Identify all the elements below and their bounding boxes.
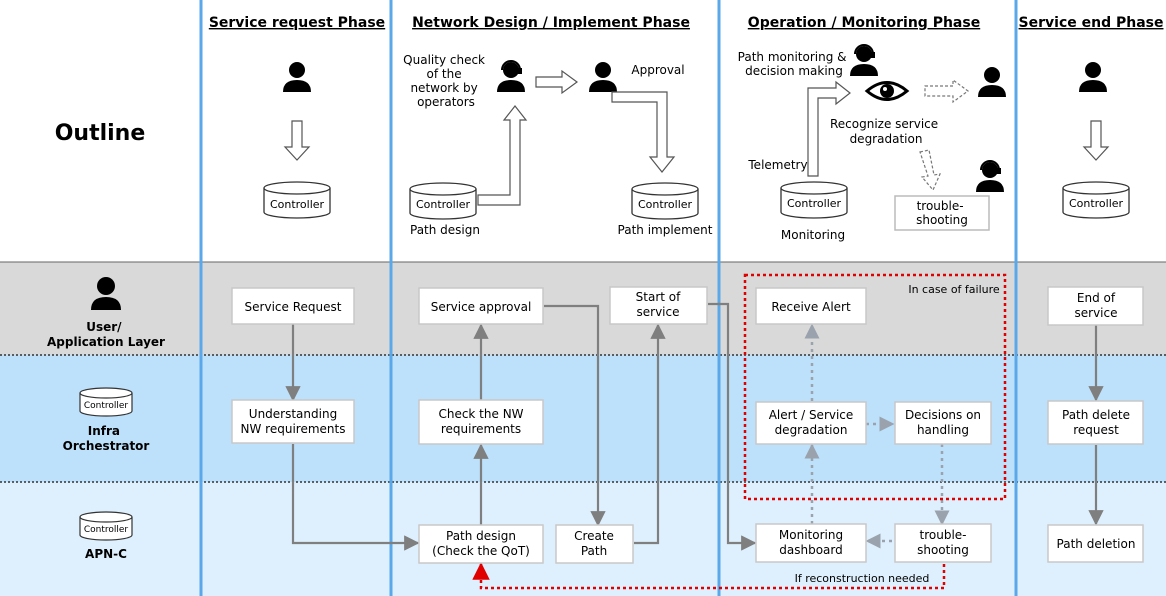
svg-text:Path design(Check the QoT): Path design(Check the QoT) [432, 529, 530, 558]
controller-icon: Controller [79, 387, 133, 417]
troubleshooting-outline-text: trouble- shooting [916, 199, 968, 227]
controller-icon: Controller [79, 511, 133, 541]
dashed-hollow-down-arrow [919, 149, 941, 192]
phase-header-service-end: Service end Phase [1019, 15, 1164, 31]
svg-text:Service approval: Service approval [431, 300, 532, 314]
path-design-caption: Path design [410, 223, 480, 237]
reconstruction-path [472, 558, 946, 590]
controller-label: Controller [270, 198, 325, 211]
svg-text:trouble-shooting: trouble-shooting [917, 528, 969, 557]
operator-headset-icon [850, 44, 878, 76]
in-case-of-failure-label: In case of failure [908, 283, 1000, 296]
troubleshooting-outline-box [894, 195, 990, 231]
user-layer-band [0, 262, 1166, 355]
dashed-hollow-right-arrow [924, 78, 970, 104]
svg-text:Path deletion: Path deletion [1057, 537, 1136, 551]
user-layer-label: User/ Application Layer [47, 320, 165, 349]
controller-label: Controller [638, 198, 693, 211]
controller-label: Controller [84, 401, 129, 411]
controller-icon: Controller [263, 181, 331, 219]
phase-header-operation-monitoring: Operation / Monitoring Phase [748, 15, 980, 31]
user-icon [589, 62, 617, 92]
box-service-approval: Service approval [418, 287, 544, 325]
path-monitoring-text: Path monitoring & decision making [738, 50, 851, 78]
failure-region-border [743, 273, 1007, 501]
flow-arrow [544, 304, 606, 527]
controller-icon: Controller [409, 182, 477, 220]
quality-check-text: Quality check of the network by operator… [403, 53, 489, 109]
hollow-bent-arrow [611, 91, 676, 173]
svg-text:Receive Alert: Receive Alert [771, 300, 851, 314]
phase-header-design-implement: Network Design / Implement Phase [412, 15, 690, 31]
controller-icon: Controller [1062, 181, 1130, 219]
recognize-degradation-text: Recognize service degradation [830, 117, 942, 146]
telemetry-text: Telemetry [747, 158, 807, 172]
apnc-layer-label: APN-C [85, 547, 127, 561]
flow-arrow [634, 323, 666, 545]
box-service-request: Service Request [231, 287, 355, 325]
flow-arrow [708, 302, 757, 551]
dotted-flow-arrows [804, 323, 950, 549]
if-reconstruction-label: If reconstruction needed [795, 572, 930, 585]
outline-title: Outline [55, 121, 146, 146]
svg-text:Service Request: Service Request [245, 300, 342, 314]
user-icon [283, 62, 311, 92]
controller-icon: Controller [780, 181, 848, 219]
operator-headset-icon [497, 60, 525, 92]
flow-arrow [291, 444, 420, 551]
hollow-down-arrow [1082, 120, 1110, 161]
path-implement-caption: Path implement [618, 223, 713, 237]
user-icon [1079, 62, 1107, 92]
hollow-bent-arrow [807, 80, 851, 177]
user-layer-icon [91, 277, 121, 310]
controller-label: Controller [416, 198, 471, 211]
box-path-design: Path design(Check the QoT) [418, 524, 544, 564]
phase-header-service-request: Service request Phase [209, 15, 385, 31]
operator-headset-icon [976, 160, 1004, 192]
box-receive-alert: Receive Alert [755, 287, 867, 325]
flow-arrows [285, 302, 1104, 551]
monitoring-caption: Monitoring [781, 228, 845, 242]
eye-icon [864, 81, 910, 101]
hollow-bent-arrow [477, 105, 528, 206]
hollow-right-arrow [535, 69, 579, 95]
controller-label: Controller [84, 525, 129, 535]
controller-label: Controller [1069, 197, 1124, 210]
hollow-down-arrow [283, 120, 311, 161]
box-path-deletion: Path deletion [1047, 524, 1144, 563]
user-icon [978, 67, 1006, 97]
infra-layer-label: Infra Orchestrator [63, 424, 150, 453]
controller-label: Controller [787, 197, 842, 210]
box-troubleshooting: trouble-shooting [894, 523, 992, 563]
controller-icon: Controller [631, 182, 699, 220]
approval-text: Approval [631, 63, 684, 77]
